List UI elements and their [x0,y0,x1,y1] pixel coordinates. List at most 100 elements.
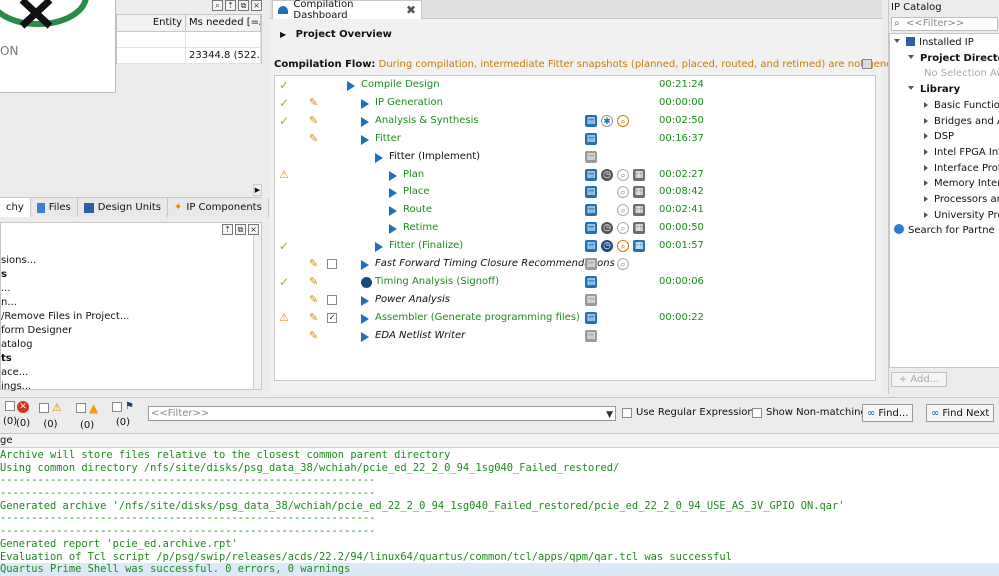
report-icon[interactable]: ▤ [585,132,597,145]
close-icon[interactable]: × [251,0,262,11]
chevron-right-icon[interactable] [924,196,928,202]
chevron-right-icon[interactable] [924,164,928,171]
run-step-icon[interactable] [375,152,383,163]
task-item[interactable]: ... [1,283,11,294]
search-icon[interactable]: ⌕ [212,0,223,11]
console-column-header[interactable]: ge [0,434,999,448]
flow-row[interactable]: ✎Fast Forward Timing Closure Recommendat… [275,256,875,274]
chevron-down-icon[interactable] [908,54,914,59]
info-filter-checkbox[interactable] [5,401,16,411]
tab-design-units[interactable]: Design Units [77,198,168,217]
flow-row[interactable]: Retime▤◷⌕▦00:00:50 [275,220,875,238]
run-step-icon[interactable] [361,116,369,127]
run-step-icon[interactable] [361,295,369,306]
run-step-icon[interactable] [347,81,355,91]
pin-icon[interactable]: ⇡ [225,0,236,11]
netlist-viewer-disabled-icon[interactable]: ⌕ [617,186,629,199]
report-disabled-icon[interactable]: ▤ [585,258,597,270]
show-nonmatching-checkbox[interactable] [752,407,762,418]
pin-icon[interactable]: ⇡ [222,224,233,235]
console-line[interactable]: ----------------------------------------… [0,512,376,525]
timing-clock-icon[interactable]: ◷ [601,240,613,253]
chevron-right-icon[interactable] [924,133,928,140]
flag-checkbox[interactable] [112,401,122,412]
report-disabled-icon[interactable]: ▤ [585,150,597,163]
chip-planner-icon[interactable]: ▦ [633,222,645,235]
netlist-viewer-disabled-icon[interactable]: ⌕ [617,258,629,270]
ip-tree-node[interactable]: Search for Partne [894,223,995,238]
project-overview-toggle[interactable]: ▶ Project Overview [280,29,392,40]
find-button[interactable]: ∞ Find... [862,404,914,422]
flow-step-checkbox[interactable] [327,259,337,269]
chip-planner-icon[interactable]: ▦ [633,240,645,253]
chip-planner-icon[interactable]: ▦ [633,168,645,181]
tab-compilation-dashboard[interactable]: Compilation Dashboard ✖ [272,0,422,21]
ip-tree-node[interactable]: Project Directory [908,51,999,66]
ip-tree-node[interactable]: Memory Interf [924,176,999,191]
report-icon[interactable]: ▤ [585,275,597,288]
critical-warning-checkbox[interactable] [39,402,49,413]
edit-settings-icon[interactable]: ✎ [309,95,319,109]
add-ip-button[interactable]: + Add... [891,372,947,387]
flow-row[interactable]: ⚠Plan▤◷⌕▦00:02:27 [275,167,875,185]
message-filter-input[interactable]: <<Filter>> ▼ [148,406,616,421]
report-icon[interactable]: ▤ [585,311,597,324]
run-step-icon[interactable] [389,224,397,235]
ip-tree-node[interactable]: Library [908,82,960,97]
task-item[interactable]: atalog [1,339,33,350]
console-line[interactable]: Quartus Prime Shell was successful. 0 er… [0,563,999,576]
clock-icon[interactable]: ◷ [601,168,613,181]
flow-row[interactable]: Route▤⌕▦00:02:41 [275,202,875,220]
tab-files[interactable]: Files [30,198,78,217]
chevron-down-icon[interactable]: ▼ [606,410,613,420]
netlist-viewer-icon[interactable]: ⌕ [617,240,629,253]
ip-tree-node[interactable]: DSP [924,129,954,144]
task-item[interactable]: form Designer [1,325,73,336]
report-disabled-icon[interactable]: ▤ [585,329,597,342]
tab-ip-components[interactable]: ✦ IP Components [168,198,269,217]
ip-tree-node[interactable]: Processors and [924,192,999,207]
task-item[interactable]: s [1,269,7,280]
run-step-icon[interactable] [361,331,369,342]
ip-tree-node[interactable]: University Prog [924,208,999,223]
netlist-viewer-disabled-icon[interactable]: ⌕ [617,204,629,217]
rtl-viewer-icon[interactable]: ✱ [601,114,613,127]
console-line[interactable]: Generated report 'pcie_ed.archive.rpt' [0,537,238,550]
flow-row[interactable]: ✎EDA Netlist Writer▤ [275,328,875,346]
console-line[interactable]: Evaluation of Tcl script /p/psg/swip/rel… [0,550,732,563]
console-line[interactable]: Generated archive '/nfs/site/disks/psg_d… [0,499,845,512]
reset-flow-button[interactable] [862,59,872,69]
flow-step-checkbox[interactable] [327,294,337,305]
edit-settings-icon[interactable]: ✎ [309,274,319,288]
flow-row[interactable]: ✓✎Timing Analysis (Signoff)▤00:00:06 [275,274,875,292]
column-header[interactable]: Ms needed [=A-B s [186,15,261,31]
table-row[interactable] [117,32,261,48]
task-item[interactable]: sions... [1,255,37,266]
chevron-right-icon[interactable] [924,148,928,155]
column-header[interactable]: Entity [117,15,187,31]
show-nonmatching-option[interactable]: Show Non-matching [752,407,867,418]
scroll-right-icon[interactable]: ▶ [253,184,262,196]
vertical-scrollbar[interactable] [253,235,261,389]
run-step-icon[interactable] [389,170,397,181]
flow-row[interactable]: ✓✎Analysis & Synthesis▤✱⌕00:02:50 [275,113,875,131]
run-step-icon[interactable] [389,206,397,217]
ip-filter-input[interactable]: <<Filter>> [891,17,998,31]
chip-planner-icon[interactable]: ▦ [633,186,645,199]
run-step-icon[interactable] [361,260,369,270]
warning-filter[interactable]: ▲ (0) [76,401,98,431]
chevron-right-icon[interactable] [924,211,928,218]
task-item[interactable]: ts [1,353,12,364]
chevron-right-icon[interactable] [924,180,928,187]
flow-row[interactable]: ✓Fitter (Finalize)▤◷⌕▦00:01:57 [275,238,875,256]
use-regex-checkbox[interactable] [622,407,632,418]
restore-icon[interactable]: ⧉ [235,224,246,235]
console-line[interactable]: ----------------------------------------… [0,525,376,538]
report-icon[interactable]: ▤ [585,240,597,253]
error-filter[interactable]: ✕ (0) [16,401,31,429]
warning-checkbox[interactable] [76,403,86,413]
ip-tree-node[interactable]: Interface Proto [924,161,999,176]
flag-filter[interactable]: ⚑ (0) [112,401,134,428]
